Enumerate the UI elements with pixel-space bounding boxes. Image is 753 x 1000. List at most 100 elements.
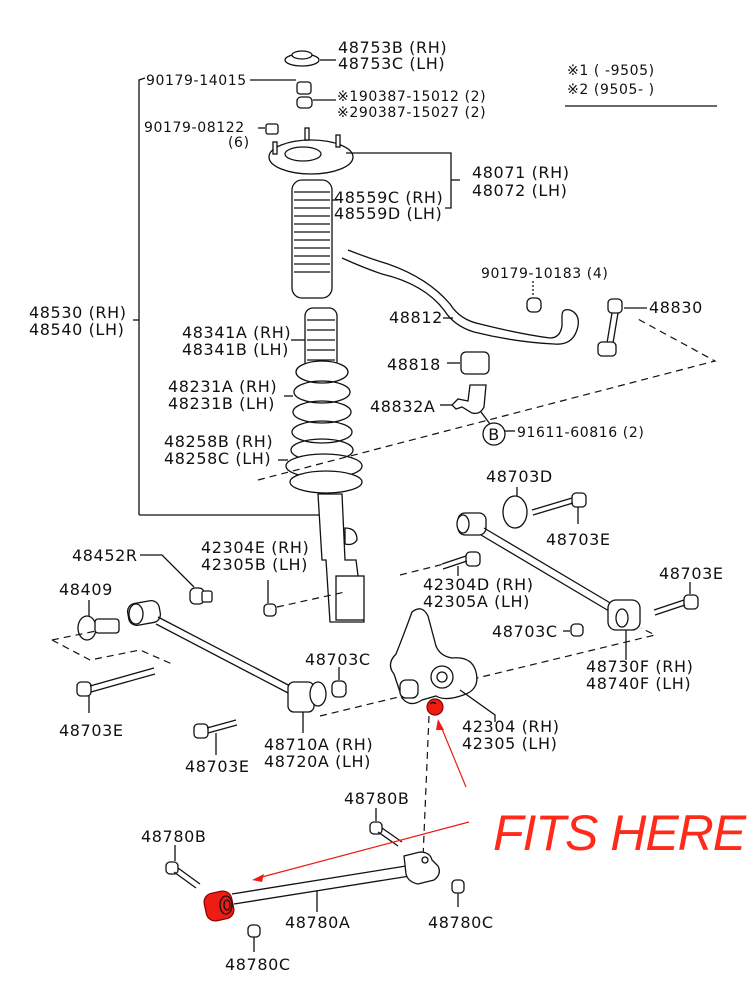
label-48559c: 48559C (RH) xyxy=(334,188,443,207)
label-42304: 42304 (RH) xyxy=(462,717,560,736)
highlighted-carrier-bushing xyxy=(426,698,444,716)
label-48730f: 48730F (RH) xyxy=(586,657,693,676)
nut-48780c-right xyxy=(451,879,465,907)
label-90179-14015: 90179-14015 xyxy=(146,73,247,89)
part-labels: 48753B (RH) 48753C (LH) 90179-14015 ※190… xyxy=(29,38,724,974)
label-48072: 48072 (LH) xyxy=(472,181,567,200)
top-nut xyxy=(296,81,312,95)
label-48409: 48409 xyxy=(59,580,113,599)
label-42305a: 42305A (LH) xyxy=(423,592,530,611)
carrier-reference-line xyxy=(422,715,430,859)
bolt-42304d xyxy=(441,551,481,576)
stabilizer-reference-line xyxy=(257,317,717,481)
label-42304d: 42304D (RH) xyxy=(423,575,534,594)
bolt-48703e-mid xyxy=(193,719,238,755)
left-bolt-reference-line xyxy=(51,639,173,665)
label-48559d: 48559D (LH) xyxy=(334,204,442,223)
nut-48703c-mid xyxy=(331,667,347,698)
marker-b-letter: B xyxy=(488,425,500,444)
label-48818: 48818 xyxy=(387,355,441,374)
marker-b: B xyxy=(482,422,515,446)
bolt-48703e-left xyxy=(76,667,156,713)
label-48703e-right: 48703E xyxy=(659,564,724,583)
label-42305b: 42305B (LH) xyxy=(201,555,308,574)
strut-support-plate xyxy=(268,127,460,209)
label-48740f: 48740F (LH) xyxy=(586,674,691,693)
stabilizer-bracket xyxy=(440,384,491,425)
label-48258c: 48258C (LH) xyxy=(164,449,271,468)
label-cushion-1: ※190387-15012 (2) xyxy=(337,89,486,105)
label-48703e-left: 48703E xyxy=(59,721,124,740)
mount-nut xyxy=(258,123,279,135)
strut-body xyxy=(317,493,365,623)
highlighted-lower-arm-bushing xyxy=(203,890,235,922)
label-48540: 48540 (LH) xyxy=(29,320,124,339)
label-48231a: 48231A (RH) xyxy=(168,377,277,396)
label-cushion-2: ※290387-15027 (2) xyxy=(337,105,486,121)
stabilizer-nut xyxy=(526,281,542,313)
bump-stopper xyxy=(291,307,338,371)
spring-insulator xyxy=(278,453,363,494)
label-48753b: 48753B (RH) xyxy=(338,38,447,57)
nut-48703c-right xyxy=(563,623,584,637)
coil-spring xyxy=(284,360,354,462)
legend-note-1: ※1 ( -9505) xyxy=(567,63,655,79)
upper-mount-cap xyxy=(284,50,336,67)
bushing-48703d xyxy=(502,487,528,529)
label-42305: 42305 (LH) xyxy=(462,734,557,753)
bolt-48703e-right xyxy=(653,582,699,616)
label-48832a: 48832A xyxy=(370,397,435,416)
legend-note-2: ※2 (9505- ) xyxy=(567,82,655,98)
bolt-48780b-top xyxy=(369,808,403,847)
label-48812: 48812 xyxy=(389,308,443,327)
bolt-48703e-top xyxy=(531,492,587,524)
label-48703d: 48703D xyxy=(486,467,553,486)
label-48780b-top: 48780B xyxy=(344,789,409,808)
label-48530: 48530 (RH) xyxy=(29,303,127,322)
label-90179-08122-qty: (6) xyxy=(228,135,250,151)
nut-48780c-bottom xyxy=(247,924,261,952)
label-48258b: 48258B (RH) xyxy=(164,432,273,451)
stabilizer-bushing xyxy=(447,351,490,375)
legend: ※1 ( -9505) ※2 (9505- ) xyxy=(565,63,717,107)
bolt-42304d-reference-line xyxy=(399,563,445,576)
label-48780c-bottom: 48780C xyxy=(225,955,291,974)
label-90179-08122: 90179-08122 xyxy=(144,120,245,136)
axle-carrier xyxy=(389,608,496,722)
label-48720a: 48720A (LH) xyxy=(264,752,371,771)
strut-assembly-bracket xyxy=(133,77,322,516)
label-48780a: 48780A xyxy=(285,913,350,932)
label-48231b: 48231B (LH) xyxy=(168,394,275,413)
callout-arrows xyxy=(252,719,470,882)
label-48703c-mid: 48703C xyxy=(305,650,371,669)
label-48703e-mid: 48703E xyxy=(185,757,250,776)
plate-reference-line xyxy=(51,630,97,641)
plate-48409 xyxy=(77,600,120,641)
cam-washer-48452r xyxy=(140,554,213,605)
stabilizer-link xyxy=(597,298,647,357)
dust-boot xyxy=(291,179,338,299)
label-48703c-right: 48703C xyxy=(492,622,558,641)
label-48830: 48830 xyxy=(649,298,703,317)
lateral-arm-rear xyxy=(456,512,641,660)
stabilizer-bar xyxy=(341,249,579,345)
label-48780c-right: 48780C xyxy=(428,913,494,932)
label-48341a: 48341A (RH) xyxy=(182,323,291,342)
fits-here-callout: FITS HERE xyxy=(493,805,747,861)
lateral-arm-front xyxy=(126,600,327,733)
label-48710a: 48710A (RH) xyxy=(264,735,373,754)
label-48341b: 48341B (LH) xyxy=(182,340,289,359)
label-48753c: 48753C (LH) xyxy=(338,54,445,73)
lower-arm-48780a xyxy=(231,851,440,912)
strut-lower-bolt xyxy=(263,580,346,617)
label-48452r: 48452R xyxy=(72,546,138,565)
cushion xyxy=(296,96,336,109)
label-91611-60816: 91611-60816 (2) xyxy=(517,425,644,441)
bolt-48780b-left xyxy=(165,845,201,889)
label-48780b-left: 48780B xyxy=(141,827,206,846)
label-48703e-top: 48703E xyxy=(546,530,611,549)
label-48071: 48071 (RH) xyxy=(472,163,570,182)
label-42304e: 42304E (RH) xyxy=(201,538,309,557)
